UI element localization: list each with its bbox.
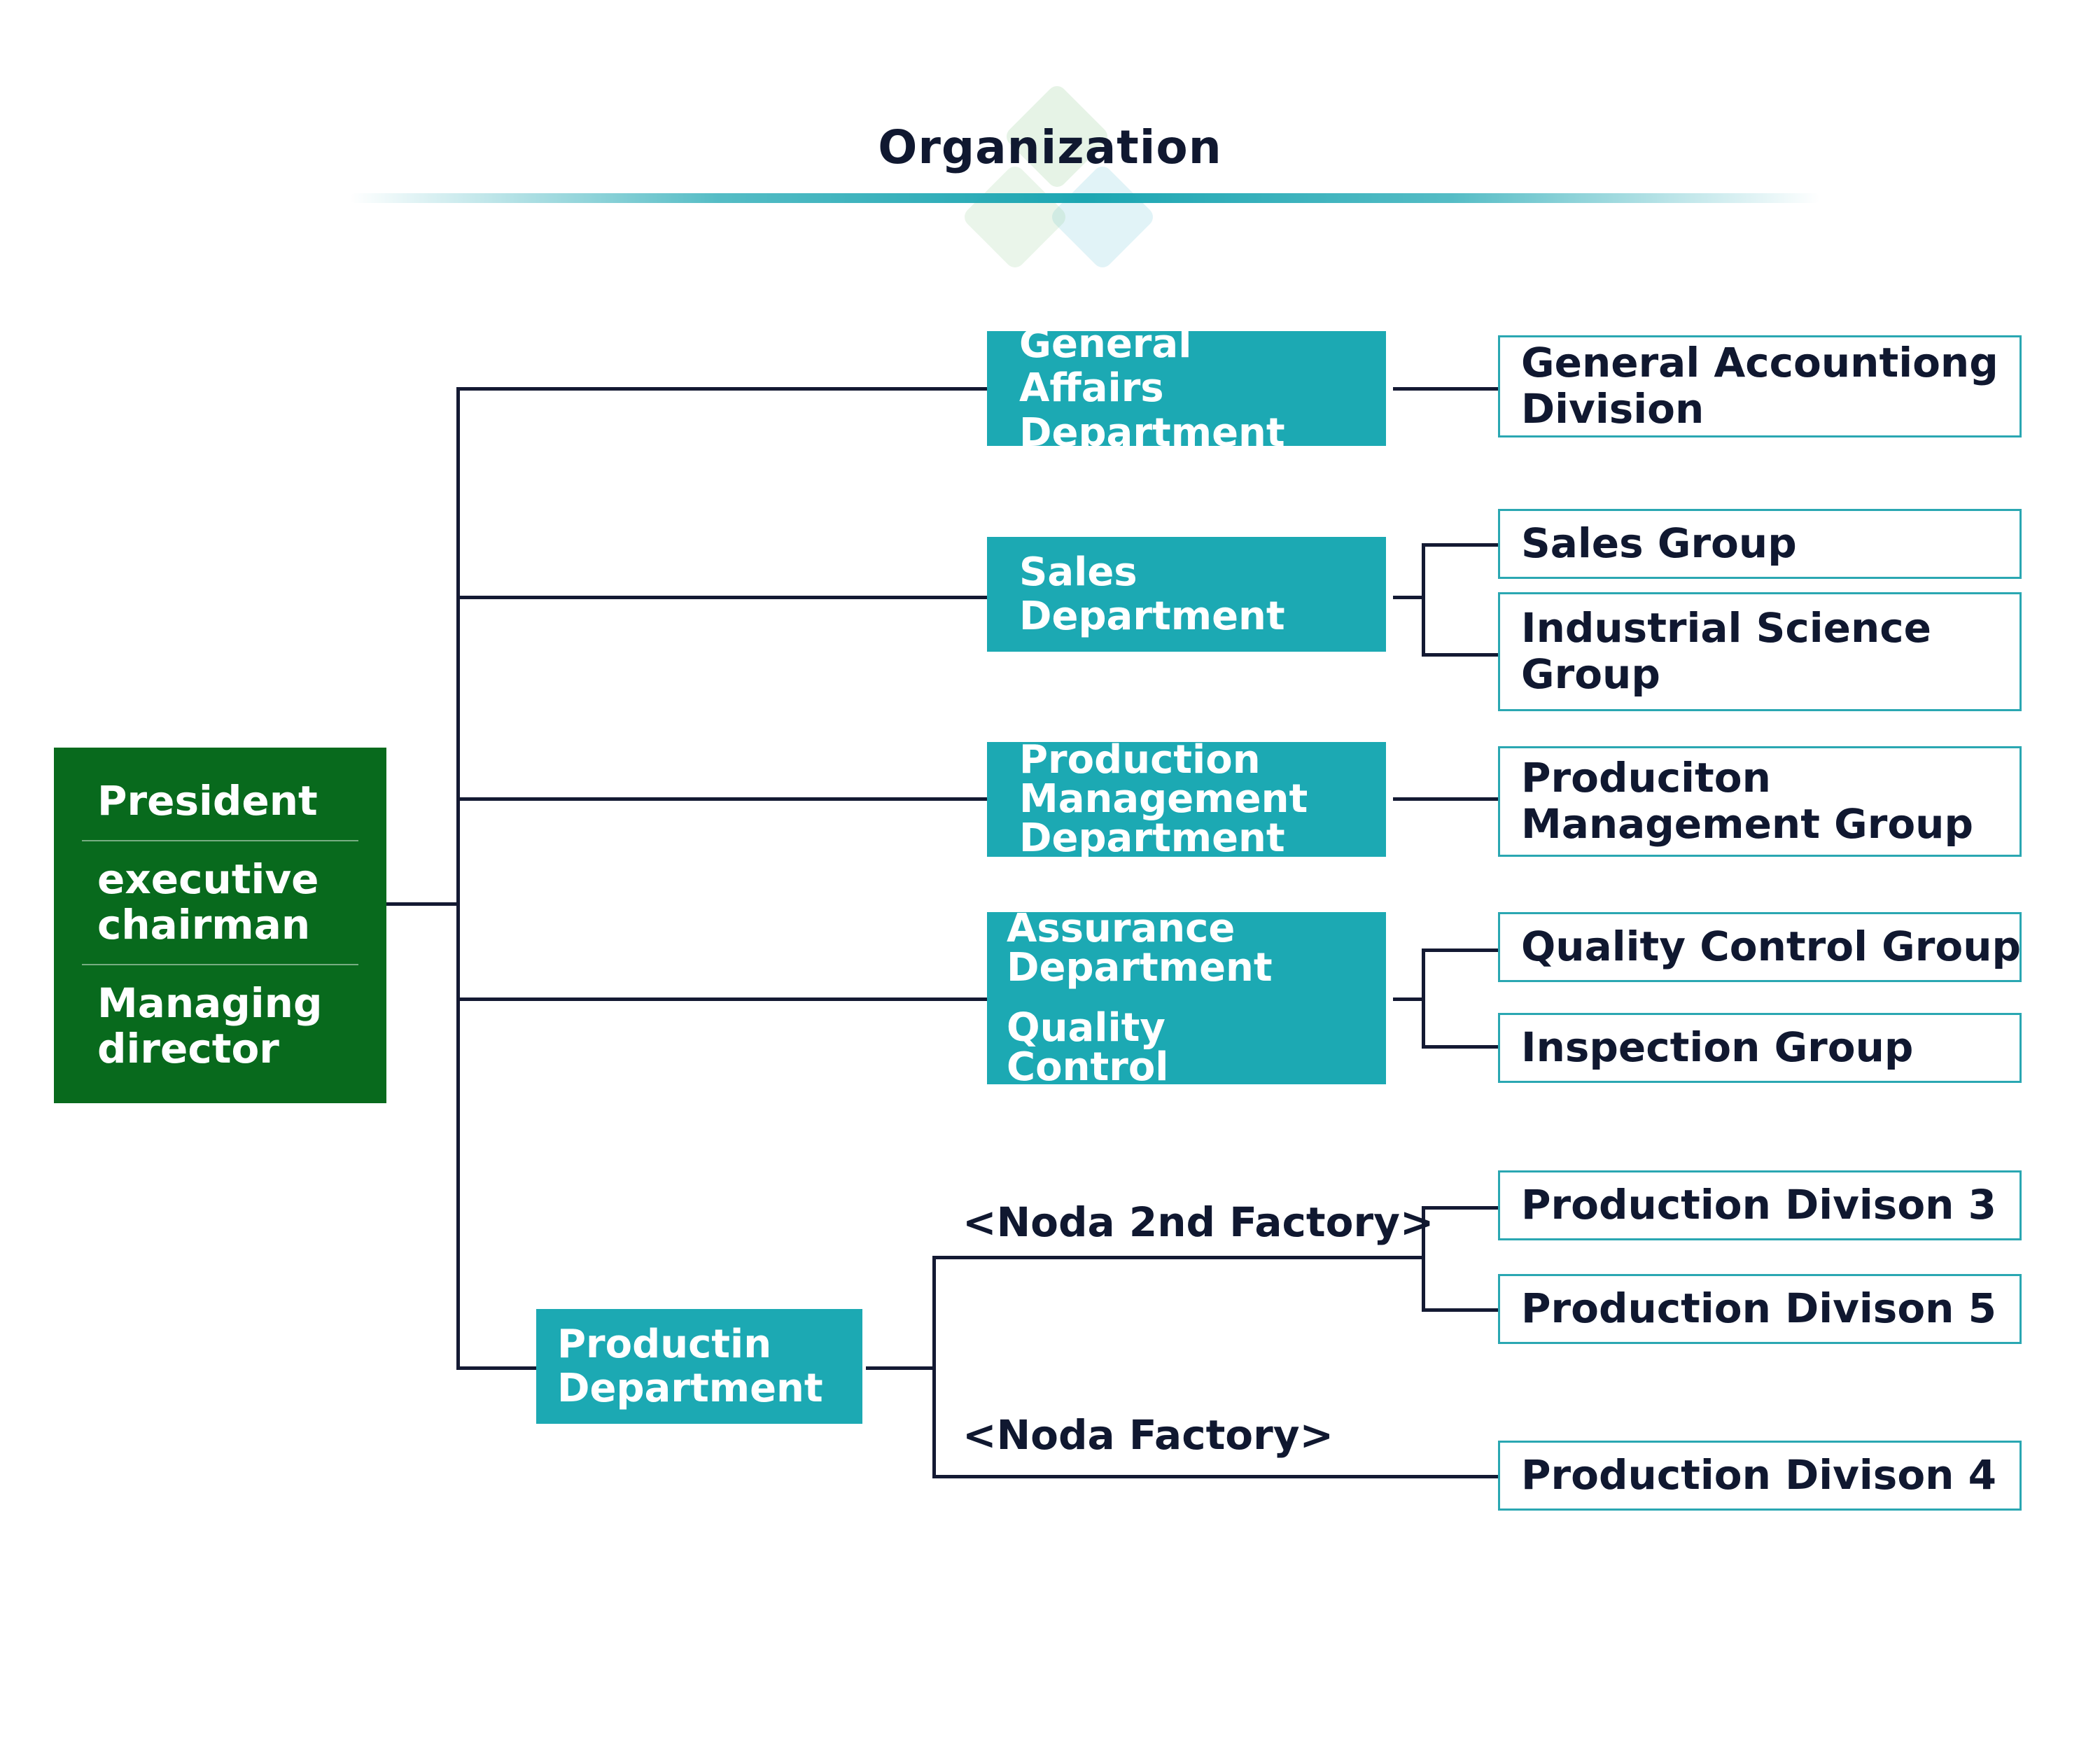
- sales-department-box: Sales Department: [987, 537, 1386, 652]
- connector-line: [866, 1366, 936, 1370]
- group-label: Produciton Management Group: [1521, 754, 1973, 848]
- connector-line: [1422, 948, 1499, 952]
- quality-assurance-department-box: Quality Assurance Department Quality Con…: [987, 870, 1386, 1126]
- connector-line: [456, 596, 993, 599]
- group-label: General Accountiong Division: [1521, 339, 1998, 433]
- connector-line: [1393, 387, 1499, 391]
- connector-line: [386, 902, 459, 906]
- group-label: Industrial Science Group: [1521, 604, 1932, 698]
- group-label: Sales Group: [1521, 519, 1797, 568]
- group-label: Production Divison 4: [1521, 1451, 1997, 1499]
- production-division-3-box: Production Divison 3: [1498, 1170, 2022, 1240]
- connector-line: [456, 387, 460, 1370]
- noda-factory-label: <Noda Factory>: [962, 1411, 1334, 1459]
- page-title: Organization: [878, 120, 1222, 174]
- executive-divider: [82, 839, 358, 841]
- connector-line: [1393, 596, 1425, 599]
- group-label: Production Divison 5: [1521, 1284, 1997, 1333]
- department-label: Quality Assurance Department: [1007, 867, 1273, 990]
- connector-line: [456, 797, 993, 801]
- group-label: Production Divison 3: [1521, 1181, 1997, 1229]
- executive-box: President executive chairman Managing di…: [54, 748, 386, 1103]
- connector-line: [1422, 948, 1425, 1049]
- connector-line: [932, 1475, 1499, 1478]
- production-management-group-box: Produciton Management Group: [1498, 746, 2022, 857]
- connector-line: [932, 1256, 936, 1478]
- general-accounting-division-box: General Accountiong Division: [1498, 335, 2022, 438]
- department-label: Sales Department: [1019, 549, 1285, 639]
- executive-divider: [82, 963, 358, 965]
- connector-line: [1422, 543, 1425, 657]
- department-label: Production Management Department: [1019, 737, 1308, 861]
- connector-line: [1422, 1045, 1499, 1049]
- president-label: President: [97, 777, 318, 825]
- managing-director-label: Managing director: [97, 979, 323, 1073]
- connector-line: [1422, 1206, 1499, 1210]
- general-affairs-department-box: General Affairs Department: [987, 322, 1386, 455]
- group-label: Quality Control Group: [1521, 923, 2022, 971]
- group-label: Inspection Group: [1521, 1023, 1914, 1072]
- quality-control-group-box: Quality Control Group: [1498, 912, 2022, 982]
- quality-control-division-label: Quality Control Division: [1007, 1005, 1184, 1129]
- connector-line: [456, 997, 993, 1001]
- industrial-science-group-box: Industrial Science Group: [1498, 592, 2022, 711]
- production-department-box: Productin Department: [536, 1309, 862, 1424]
- executive-chairman-label: executive chairman: [97, 855, 319, 949]
- connector-line: [1393, 797, 1499, 801]
- sales-group-box: Sales Group: [1498, 509, 2022, 579]
- inspection-group-box: Inspection Group: [1498, 1013, 2022, 1083]
- connector-line: [456, 387, 993, 391]
- connector-line: [932, 1256, 1425, 1259]
- title-underline: [350, 193, 1820, 203]
- connector-line: [1422, 1308, 1499, 1312]
- production-division-4-box: Production Divison 4: [1498, 1441, 2022, 1511]
- connector-line: [1422, 543, 1499, 547]
- connector-line: [456, 1366, 539, 1370]
- department-label: Productin Department: [557, 1321, 823, 1411]
- department-label: General Affairs Department: [1019, 321, 1285, 456]
- production-management-department-box: Production Management Department: [987, 737, 1386, 861]
- connector-line: [1422, 1206, 1425, 1312]
- connector-line: [1393, 997, 1425, 1001]
- production-division-5-box: Production Divison 5: [1498, 1274, 2022, 1344]
- noda-2nd-factory-label: <Noda 2nd Factory>: [962, 1198, 1434, 1246]
- connector-line: [1422, 653, 1499, 657]
